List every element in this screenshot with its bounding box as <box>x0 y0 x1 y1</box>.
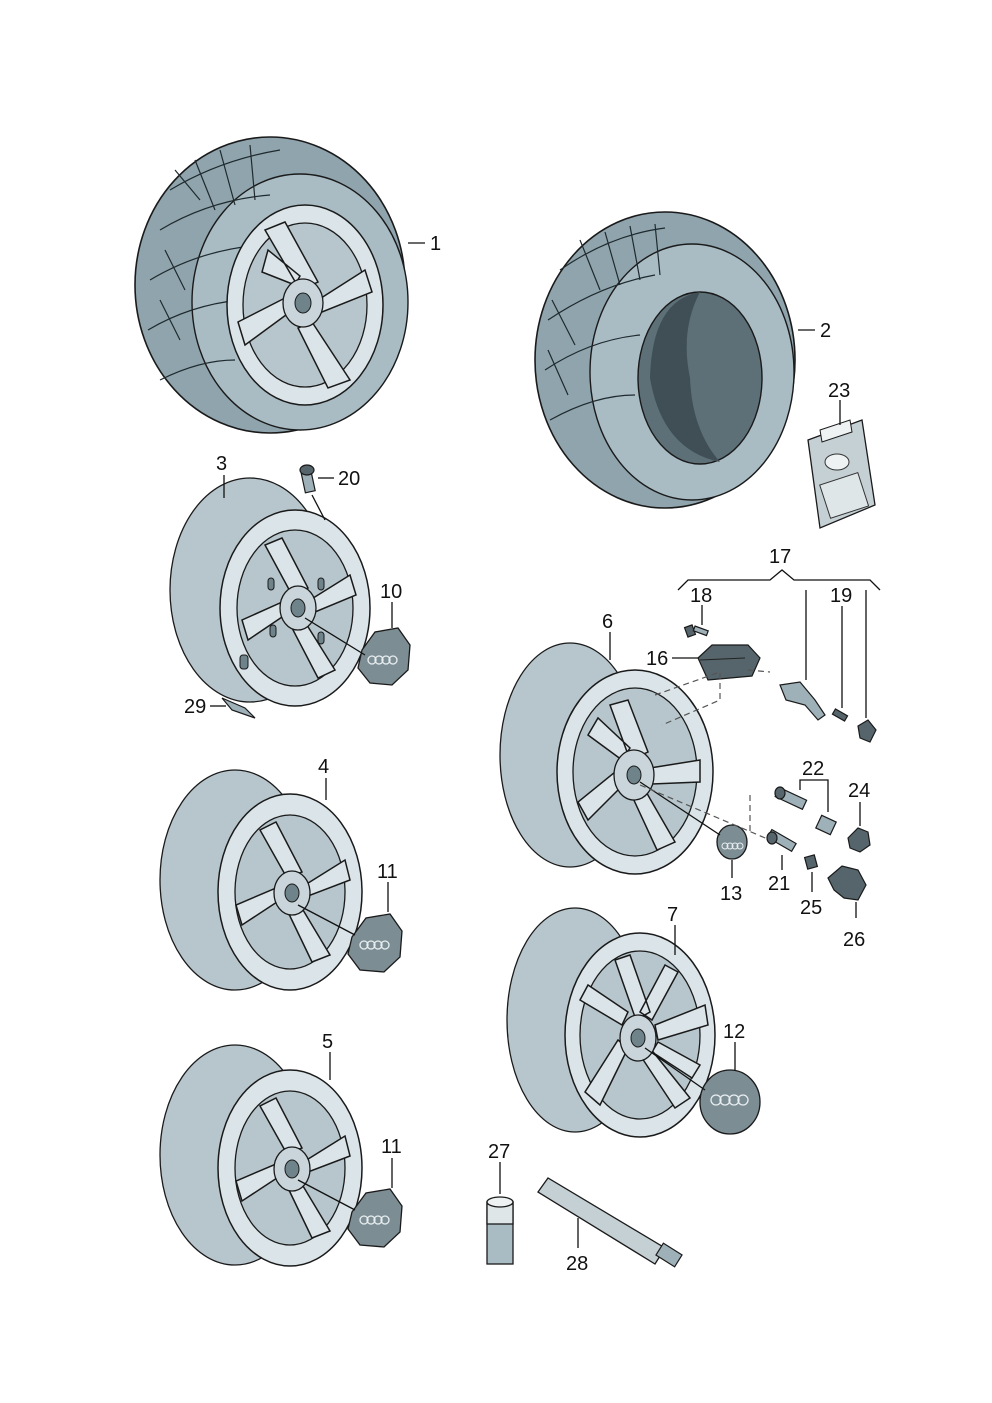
hub-cap-11-upper[interactable] <box>347 913 403 973</box>
callout-17: 17 <box>769 546 791 568</box>
callout-28: 28 <box>566 1253 588 1275</box>
callout-20: 20 <box>338 468 360 490</box>
wheel-with-tire-1[interactable] <box>134 136 409 434</box>
leader-10b <box>304 617 366 656</box>
hub-cap-12[interactable] <box>699 1069 761 1135</box>
leader-12-b <box>644 1047 706 1091</box>
leader-11-upper-b <box>297 904 356 936</box>
screw-18[interactable] <box>683 624 709 638</box>
callout-6: 6 <box>602 611 613 633</box>
valve-stem-17[interactable] <box>779 681 826 721</box>
sensor-assembly-lines <box>654 669 771 726</box>
callout-11-lower: 11 <box>381 1136 402 1158</box>
callout-24: 24 <box>848 780 870 802</box>
bracket-22 <box>799 779 829 812</box>
callout-4: 4 <box>318 756 329 778</box>
nut-24[interactable] <box>847 827 871 853</box>
valve-core-19[interactable] <box>831 708 849 722</box>
valve-kit-package-23[interactable] <box>807 419 876 529</box>
tire-pressure-sensor-16[interactable] <box>697 644 761 681</box>
bracket-17 <box>677 569 881 591</box>
wheel-rim-4[interactable] <box>159 769 363 991</box>
valve-20[interactable] <box>299 464 316 494</box>
valve-nut-25[interactable] <box>803 854 819 870</box>
valve-21[interactable] <box>766 828 797 853</box>
callout-2: 2 <box>820 320 831 342</box>
callout-23: 23 <box>828 380 850 402</box>
callout-13: 13 <box>720 883 742 905</box>
canister-27[interactable] <box>486 1196 514 1265</box>
valve-assembly-lines <box>639 784 771 841</box>
wheel-rim-7[interactable] <box>506 907 716 1138</box>
callout-19: 19 <box>830 585 852 607</box>
valve-22-lower[interactable] <box>814 814 838 836</box>
valve-22-upper[interactable] <box>774 786 808 811</box>
callout-11-upper: 11 <box>377 861 398 883</box>
leader-11-lower-b <box>297 1179 356 1211</box>
callout-22: 22 <box>802 758 824 780</box>
callout-18: 18 <box>690 585 712 607</box>
wheel-rim-5[interactable] <box>159 1044 363 1267</box>
callout-3: 3 <box>216 453 227 475</box>
callout-21: 21 <box>768 873 790 895</box>
hub-cap-13[interactable] <box>716 824 748 860</box>
callout-16: 16 <box>646 648 668 670</box>
leader-20b <box>311 494 326 521</box>
hub-cap-10[interactable] <box>357 627 411 686</box>
balance-weight-29[interactable] <box>221 697 256 719</box>
callout-29: 29 <box>184 696 206 718</box>
tire-2[interactable] <box>534 211 796 509</box>
callout-27: 27 <box>488 1141 510 1163</box>
grease-tube-28[interactable] <box>537 1177 683 1268</box>
callout-1: 1 <box>430 233 441 255</box>
hub-cap-11-lower[interactable] <box>347 1188 403 1248</box>
wheel-rim-3[interactable] <box>169 477 371 707</box>
valve-sleeve-26[interactable] <box>827 865 867 901</box>
callout-25: 25 <box>800 897 822 919</box>
callout-26: 26 <box>843 929 865 951</box>
callout-5: 5 <box>322 1031 333 1053</box>
callout-10: 10 <box>380 581 402 603</box>
callout-12: 12 <box>723 1021 745 1043</box>
wheel-rim-6[interactable] <box>499 642 714 875</box>
valve-cap-17[interactable] <box>857 719 877 743</box>
callout-7: 7 <box>667 904 678 926</box>
